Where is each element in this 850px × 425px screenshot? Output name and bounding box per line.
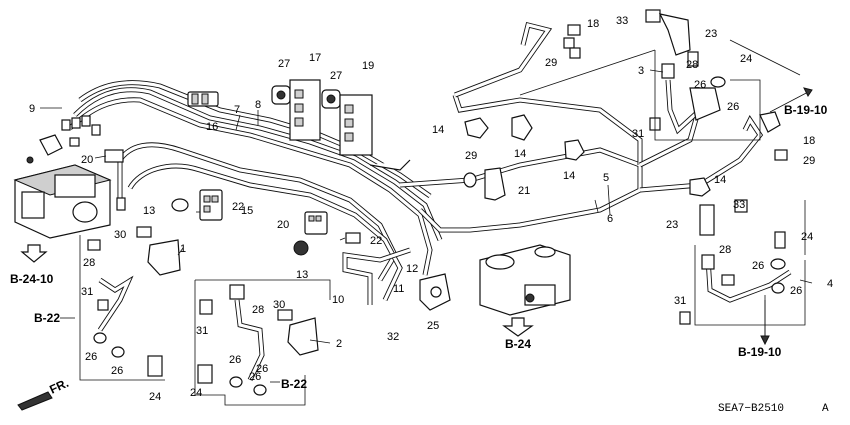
callout-31b: 31: [674, 295, 686, 307]
callout-29b: 29: [465, 150, 477, 162]
callout-14a: 14: [432, 124, 444, 136]
callout-labels: 1 2 3 4 5 6 7 8 9 10 11 12 13 13 14 14 1…: [29, 15, 833, 403]
callout-24d: 24: [190, 387, 202, 399]
callout-30a: 30: [114, 229, 126, 241]
diagram-code: SEA7−B2510: [718, 403, 784, 415]
callout-28d: 28: [252, 304, 264, 316]
callout-22a: 22: [370, 235, 382, 247]
callout-33b: 33: [733, 199, 745, 211]
front-left-brake-hose: [87, 226, 181, 377]
callout-26i: 26: [256, 363, 268, 375]
callout-26h: 26: [249, 371, 261, 383]
pipe-fittings-left: [61, 115, 126, 211]
rear-right-brake-hose: [563, 9, 788, 161]
ref-b-19-10-top: B-19-10: [784, 103, 828, 117]
callout-14d: 14: [714, 174, 726, 186]
callout-27a: 27: [278, 58, 290, 70]
ref-b-24-10: B-24-10: [10, 272, 54, 286]
callout-leaders: [40, 69, 813, 344]
callout-24b: 24: [801, 231, 813, 243]
diagram-code-suffix: A: [822, 403, 829, 415]
callout-28a: 28: [686, 59, 698, 71]
callout-26g: 26: [229, 354, 241, 366]
callout-18a: 18: [587, 18, 599, 30]
callout-25: 25: [427, 320, 439, 332]
callout-21: 21: [518, 185, 530, 197]
ref-b-22-bottom: B-22: [281, 377, 307, 391]
callout-5: 5: [603, 172, 609, 184]
callout-23b: 23: [666, 219, 678, 231]
callout-29a: 29: [545, 57, 557, 69]
brake-pipe-bundle: [68, 80, 443, 302]
callout-26c: 26: [752, 260, 764, 272]
front-label: FR.: [47, 376, 70, 397]
callout-27b: 27: [330, 70, 342, 82]
front-right-brake-hose: [197, 284, 319, 396]
callout-31d: 31: [196, 325, 208, 337]
callout-20b: 20: [277, 219, 289, 231]
abs-modulator-unit: [13, 134, 112, 239]
callout-28b: 28: [719, 244, 731, 256]
callout-32: 32: [387, 331, 399, 343]
callout-26d: 26: [790, 285, 802, 297]
callout-24c: 24: [149, 391, 161, 403]
callout-12: 12: [406, 263, 418, 275]
callout-2: 2: [336, 338, 342, 350]
pipe-clamps-14: [369, 114, 711, 201]
callout-8: 8: [255, 99, 261, 111]
callout-30b: 30: [273, 299, 285, 311]
callout-14b: 14: [514, 148, 526, 160]
callout-13a: 13: [143, 205, 155, 217]
callout-15: 15: [241, 205, 253, 217]
callout-9: 9: [29, 103, 35, 115]
callout-3: 3: [638, 65, 644, 77]
callout-29c: 29: [803, 155, 815, 167]
callout-14c: 14: [563, 170, 575, 182]
ref-b-19-10-bottom: B-19-10: [738, 345, 782, 359]
callout-23a: 23: [705, 28, 717, 40]
pipe-clips: [104, 79, 373, 256]
callout-7: 7: [234, 104, 240, 116]
callout-6: 6: [607, 213, 613, 225]
callout-26a: 26: [694, 79, 706, 91]
callout-11: 11: [393, 283, 404, 295]
callout-1: 1: [180, 243, 186, 255]
callout-16: 16: [206, 121, 218, 133]
callout-26e: 26: [85, 351, 97, 363]
callout-18b: 18: [803, 135, 815, 147]
callout-33a: 33: [616, 15, 628, 27]
rear-left-brake-hose: [679, 199, 792, 325]
callout-26b: 26: [727, 101, 739, 113]
callout-20a: 20: [81, 154, 93, 166]
callout-10: 10: [332, 294, 344, 306]
callout-28c: 28: [83, 257, 95, 269]
callout-19: 19: [362, 60, 374, 72]
callout-24a: 24: [740, 53, 752, 65]
ref-b-22-left: B-22: [34, 311, 60, 325]
callout-4: 4: [827, 278, 833, 290]
callout-17: 17: [309, 52, 321, 64]
reference-arrows: [17, 87, 813, 411]
callout-26f: 26: [111, 365, 123, 377]
master-cylinder: [419, 244, 571, 316]
callout-31a: 31: [632, 128, 644, 140]
callout-31c: 31: [81, 286, 93, 298]
callout-13b: 13: [296, 269, 308, 281]
callout-22b: 22: [232, 201, 244, 213]
ref-b-24: B-24: [505, 337, 531, 351]
